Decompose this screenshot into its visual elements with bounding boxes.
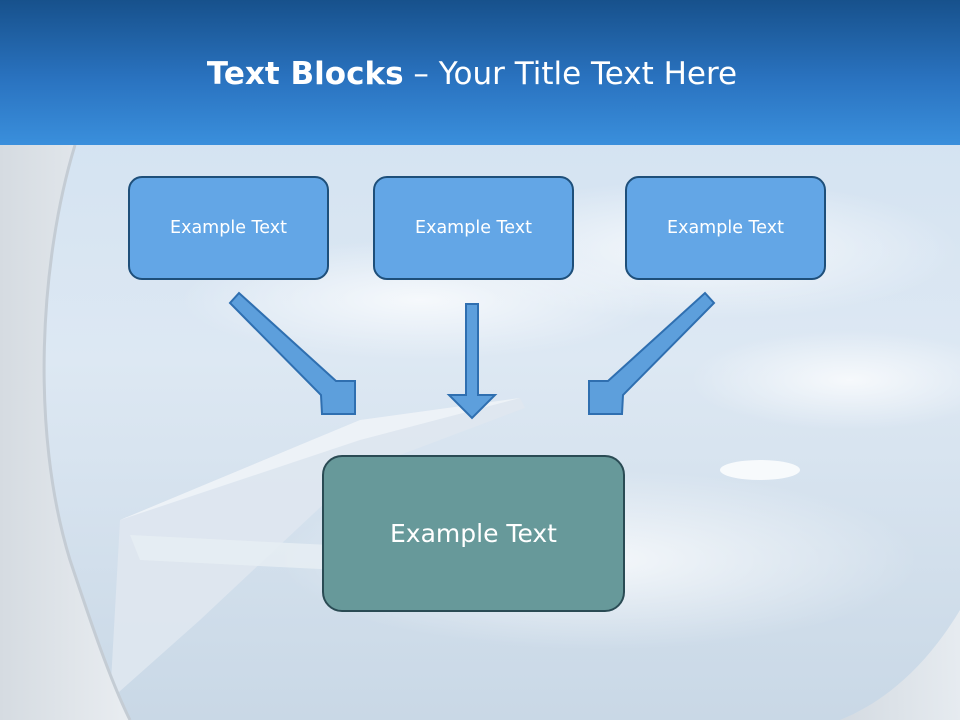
arrow-right-diagonal — [588, 291, 716, 415]
arrow-left-diagonal — [228, 291, 356, 415]
text-block-1-label: Example Text — [170, 218, 287, 238]
title-rest: Your Title Text Here — [438, 56, 738, 92]
text-block-1[interactable]: Example Text — [128, 176, 329, 280]
title-bold-part: Text Blocks — [206, 56, 404, 92]
title-bar: Text Blocks – Your Title Text Here — [0, 0, 960, 145]
target-text-block[interactable]: Example Text — [322, 455, 625, 612]
text-block-3-label: Example Text — [667, 218, 784, 238]
text-block-2[interactable]: Example Text — [373, 176, 574, 280]
arrow-center-down — [446, 303, 498, 420]
text-block-2-label: Example Text — [415, 218, 532, 238]
title-separator: – — [403, 56, 439, 92]
text-block-3[interactable]: Example Text — [625, 176, 826, 280]
target-text-block-label: Example Text — [390, 519, 557, 548]
slide-title: Text Blocks – Your Title Text Here — [0, 52, 944, 96]
